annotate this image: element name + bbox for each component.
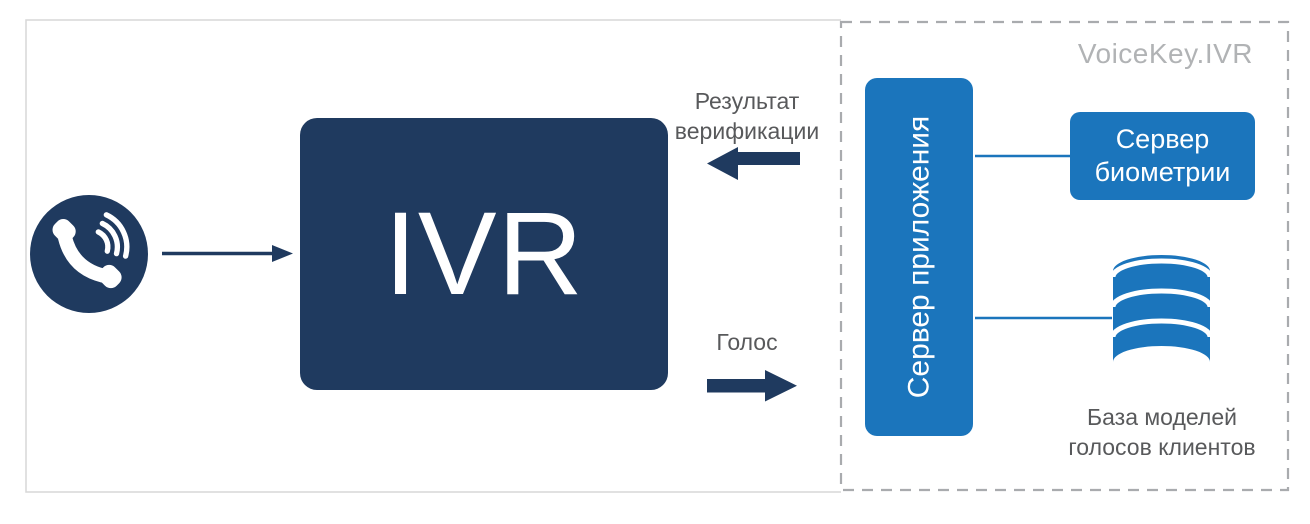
biometry-server-line2: биометрии	[1094, 157, 1231, 187]
ivr-node: IVR	[300, 118, 668, 390]
app-server-label: Сервер приложения	[902, 115, 936, 399]
phone-call-icon	[30, 195, 148, 313]
verification-result-label: Результат верификации	[648, 86, 846, 146]
database-label-line1: База моделей	[1087, 404, 1237, 430]
voice-arrow	[707, 370, 797, 402]
database-label-line2: голосов клиентов	[1068, 434, 1256, 460]
voicekey-caption: VoiceKey.IVR	[1077, 38, 1253, 69]
verification-result-line2: верификации	[674, 118, 820, 144]
verification-result-arrow	[707, 147, 800, 180]
voice-label: Голос	[716, 329, 778, 355]
app-server-node: Сервер приложения	[865, 78, 973, 436]
ivr-label: IVR	[384, 188, 584, 320]
verification-result-line1: Результат	[694, 88, 800, 114]
arrow-caller-to-ivr	[162, 245, 293, 262]
biometry-server-line1: Сервер	[1115, 124, 1210, 154]
database-icon	[1110, 255, 1213, 362]
biometry-server-node: Сервер биометрии	[1070, 112, 1255, 200]
figure-border	[25, 19, 841, 493]
database-label: База моделей голосов клиентов	[1050, 402, 1274, 462]
voicekey-dashed-border	[839, 20, 1290, 492]
